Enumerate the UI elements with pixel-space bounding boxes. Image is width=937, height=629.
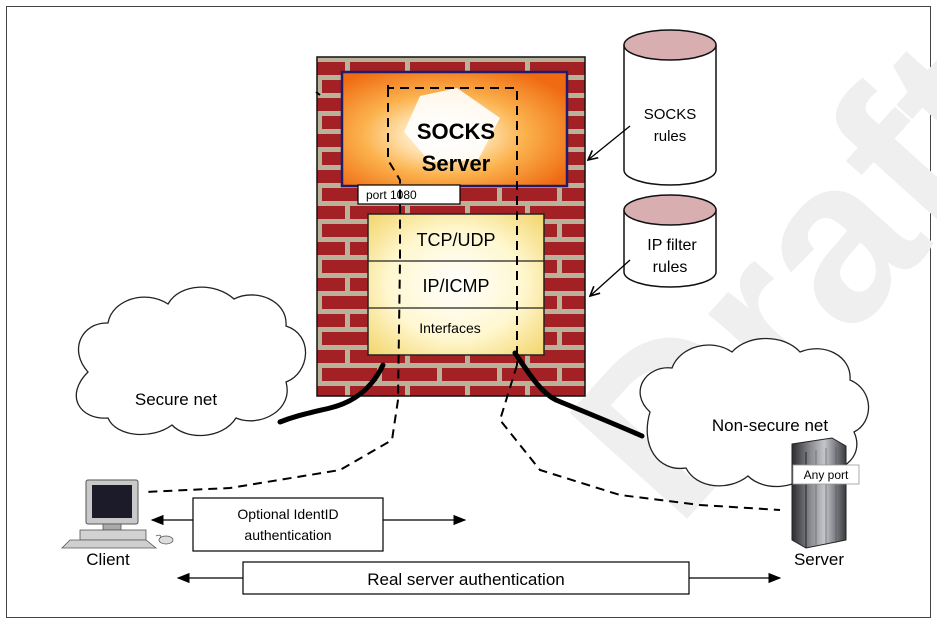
socks-rules-line1: SOCKS [644,106,697,123]
ip-filter-rules-line1: IP filter [647,237,697,254]
ip-filter-rules-arrow [590,259,631,296]
identid-box [192,497,384,552]
non-secure-net-label: Non-secure net [712,416,829,435]
socks-rules-arrow [588,125,631,160]
stack-layer-tcp-udp: TCP/UDP [416,230,495,250]
socks-server-title: SOCKS [417,119,495,144]
secure-net-cloud: Secure net [75,286,307,437]
socks-relay-paths [144,85,781,511]
any-port-label: Any port [804,468,849,482]
stack-layer-ip-icmp: IP/ICMP [422,276,489,296]
client-computer-icon [61,479,174,549]
client-label: Client [86,550,130,569]
ip-filter-rules-database: IP filter rules [623,194,717,288]
port-1080-label: port 1080 [366,188,417,202]
wall-tick [315,91,321,96]
non-secure-net-cable [512,350,645,439]
socks-server-box: SOCKS Server [340,70,569,188]
socks-server-subtitle: Server [422,151,491,176]
real-auth-label: Real server authentication [367,570,565,589]
identid-line1: Optional IdentID [237,506,338,522]
socks-rules-line2: rules [654,128,687,145]
server-label: Server [794,550,844,569]
protocol-stack: TCP/UDP IP/ICMP Interfaces [367,213,545,356]
secure-net-cable [277,362,386,425]
port-1080-box [357,184,461,205]
identid-line2: authentication [244,527,331,543]
ip-filter-rules-line2: rules [653,259,688,276]
server-tower-icon [791,437,847,549]
any-port-box [792,464,860,485]
diagram-frame [6,6,931,618]
stack-layer-interfaces: Interfaces [419,320,480,336]
socks-rules-database: SOCKS rules [623,29,717,186]
secure-net-label: Secure net [135,390,217,409]
